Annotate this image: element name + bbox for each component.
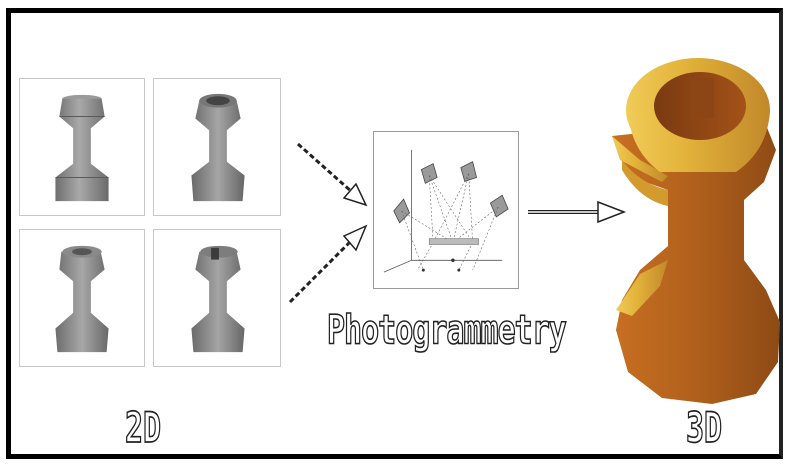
input-label: 2D bbox=[124, 403, 162, 454]
photogrammetry-diagram bbox=[373, 131, 519, 289]
vase-front-low-view-icon bbox=[55, 245, 109, 353]
process-label: Photogrammetry bbox=[326, 306, 567, 355]
view-thumbnail-1 bbox=[19, 78, 145, 216]
vase-top-angle-view-icon bbox=[191, 93, 245, 202]
vase-side-view-icon bbox=[55, 94, 109, 202]
vase-notched-view-icon bbox=[191, 245, 245, 353]
camera-triangulation-diagram-icon bbox=[383, 149, 509, 273]
view-thumbnail-2 bbox=[153, 78, 281, 216]
view-thumbnail-3 bbox=[19, 229, 145, 367]
output-label: 3D bbox=[685, 403, 723, 454]
view-thumbnail-4 bbox=[153, 229, 281, 367]
